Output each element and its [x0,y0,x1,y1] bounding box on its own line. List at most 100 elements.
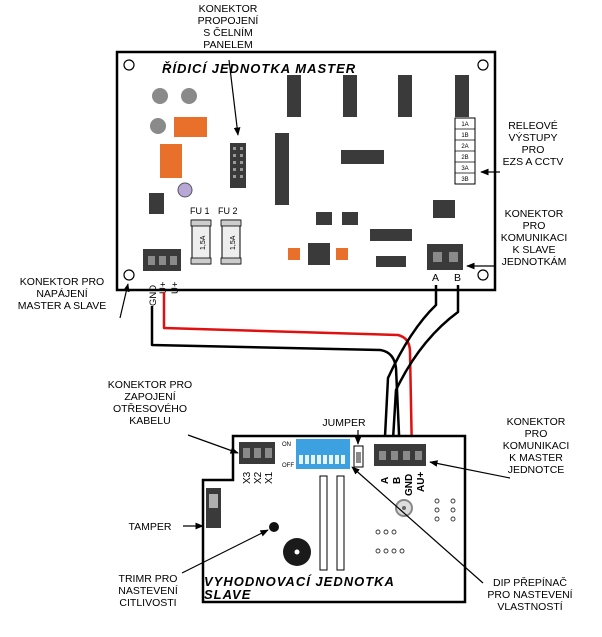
label-vibration-connector: KONEKTOR PRO ZAPOJENÍ OTŘESOVÉHO KABELU [108,379,192,427]
arrow-vibration-connector [187,434,239,454]
contact-strip [336,475,345,571]
relay-row-label: 1A [461,122,468,128]
power-pin-gnd: GND [148,285,159,306]
svg-text:KONEKTOR PRO: KONEKTOR PRO [108,379,192,391]
slave-pin-a: A [380,477,391,484]
svg-text:VLASTNOSTÍ: VLASTNOSTÍ [497,600,562,613]
svg-text:NASTEVENÍ: NASTEVENÍ [118,584,178,597]
svg-text:TAMPER: TAMPER [129,521,172,533]
slave-pin-au: AU+ [416,472,427,492]
svg-text:NAPÁJENÍ: NAPÁJENÍ [36,287,87,300]
svg-text:MASTER A SLAVE: MASTER A SLAVE [18,300,107,312]
relay-row-label: 2A [461,144,468,150]
ic-chip [275,133,289,205]
svg-text:PRO: PRO [523,220,546,232]
svg-text:RELEOVÉ: RELEOVÉ [508,119,558,132]
dip-off-label: OFF [282,463,294,469]
power-pin-u1: U+ [158,281,169,294]
svg-text:PRO: PRO [525,428,548,440]
callouts [119,59,511,584]
svg-text:JEDNOTCE: JEDNOTCE [508,464,565,476]
relay-row-label: 3A [461,166,468,172]
svg-text:JEDNOTKÁM: JEDNOTKÁM [502,255,567,268]
label-trimmer: TRIMR PRO NASTEVENÍ CITLIVOSTI [118,573,178,609]
wire-b [390,285,460,457]
vibration-cable-connector [239,442,275,464]
orange-component [288,248,300,260]
arrow-power-connector [119,283,130,319]
arrow-dip-switch [351,466,484,584]
svg-text:S ČELNÍM: S ČELNÍM [203,26,253,39]
svg-text:KONEKTOR PRO: KONEKTOR PRO [20,276,104,288]
master-pin-b: B [454,272,461,284]
svg-text:EZS A CCTV: EZS A CCTV [503,156,564,168]
slave-pin-b: B [392,477,403,484]
fuse-1: 1,5A [190,219,212,265]
tamper-switch[interactable] [206,488,221,528]
dip-switch[interactable] [296,439,350,469]
led [177,182,193,198]
relay-row-label: 3B [461,177,468,183]
slave-title-line2: SLAVE [204,587,251,602]
relay [455,75,469,117]
label-jumper: JUMPER [322,417,366,429]
svg-text:JUMPER: JUMPER [322,417,366,429]
trimmer[interactable] [269,522,279,532]
chip [149,193,164,214]
x-pin-label: X1 [264,471,275,484]
ic-chip [376,256,406,267]
fuse-label: FU 1 [190,206,210,216]
arrow-panel-connector [228,59,241,136]
fuse-rating: 1,5A [230,235,237,250]
mount-hole-tl [123,59,135,71]
jumper[interactable] [353,445,364,468]
svg-text:DIP PŘEPÍNAČ: DIP PŘEPÍNAČ [493,576,567,589]
slave-comm-connector [374,444,426,466]
relay [287,75,301,117]
arrow-trimmer [181,529,269,574]
master-pin-a: A [432,272,439,284]
slave-title-line1: VYHODNOVACÍ JEDNOTKA [204,574,395,589]
mount-hole-bl [123,269,135,281]
svg-text:K MASTER: K MASTER [509,452,563,464]
ic-chip [308,243,330,265]
mount-hole-br [477,269,489,281]
svg-text:ZAPOJENÍ: ZAPOJENÍ [124,390,175,403]
svg-text:OTŘESOVÉHO: OTŘESOVÉHO [113,402,187,415]
svg-text:PRO: PRO [522,144,545,156]
contact-strip [319,475,328,571]
wire-red-power [162,292,414,457]
arrow-slave-comm [429,460,511,479]
svg-text:KOMUNIKACI: KOMUNIKACI [501,232,568,244]
power-connector [143,249,181,271]
relay [398,75,412,117]
fuse-label: FU 2 [218,206,238,216]
callout-labels: KONEKTOR PROPOJENÍ S ČELNÍM PANELEM RELE… [18,3,573,613]
buzzer [283,538,311,566]
svg-text:KONEKTOR: KONEKTOR [505,208,564,220]
svg-text:KOMUNIKACI: KOMUNIKACI [503,440,570,452]
fuse-2: 1,5A [220,219,242,265]
label-slave-comm: KONEKTOR PRO KOMUNIKACI K MASTER JEDNOTC… [503,416,570,476]
orange-component [174,117,207,137]
wire-gnd [150,306,402,457]
master-title: ŘÍDICÍ JEDNOTKA MASTER [162,61,356,76]
x-pin-label: X3 [242,471,253,484]
svg-text:KONEKTOR: KONEKTOR [507,416,566,428]
capacitor [181,88,197,104]
master-board: ŘÍDICÍ JEDNOTKA MASTER [115,50,497,306]
relay [343,75,357,117]
relay-row-label: 1B [461,133,468,139]
capacitor [150,118,166,134]
label-relay-outputs: RELEOVÉ VÝSTUPY PRO EZS A CCTV [503,119,564,168]
master-comm-connector [427,244,463,270]
orange-component [160,144,182,178]
svg-text:K SLAVE: K SLAVE [513,244,556,256]
slave-pin-gnd: GND [404,474,415,496]
ic-chip [341,150,384,164]
slave-board: X3 X2 X1 ON OFF [201,434,467,604]
svg-text:TRIMR PRO: TRIMR PRO [119,573,178,585]
dip-on-label: ON [282,442,291,448]
